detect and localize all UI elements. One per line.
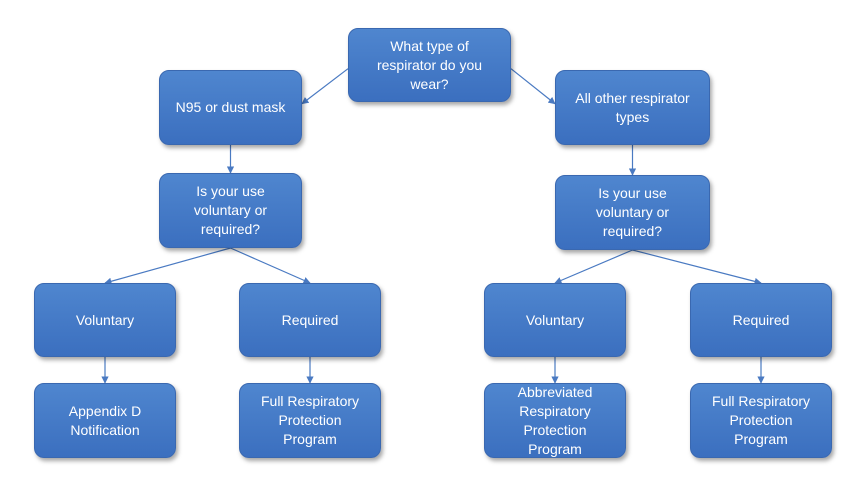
node-abbreviated-program: Abbreviated Respiratory Protection Progr… — [484, 383, 626, 458]
connector-root-to-other — [510, 68, 556, 105]
connector-use_left-to-req_left — [230, 247, 311, 284]
node-required-left: Required — [239, 283, 381, 357]
node-use-question-right: Is your use voluntary or required? — [555, 175, 710, 250]
node-required-right: Required — [690, 283, 832, 357]
node-respirator-type: What type of respirator do you wear? — [348, 28, 511, 102]
connector-use_left-to-vol_left — [104, 247, 231, 285]
node-appendix-d-notification: Appendix D Notification — [34, 383, 176, 458]
node-voluntary-right: Voluntary — [484, 283, 626, 357]
connector-root-to-n95 — [301, 68, 349, 105]
node-n95-dust-mask: N95 or dust mask — [159, 70, 302, 145]
node-full-program-left: Full Respiratory Protection Program — [239, 383, 381, 458]
node-full-program-right: Full Respiratory Protection Program — [690, 383, 832, 458]
node-other-respirator-types: All other respirator types — [555, 70, 710, 145]
connector-use_right-to-req_right — [632, 249, 762, 285]
connector-use_right-to-vol_right — [554, 249, 633, 284]
node-voluntary-left: Voluntary — [34, 283, 176, 357]
node-use-question-left: Is your use voluntary or required? — [159, 173, 302, 248]
